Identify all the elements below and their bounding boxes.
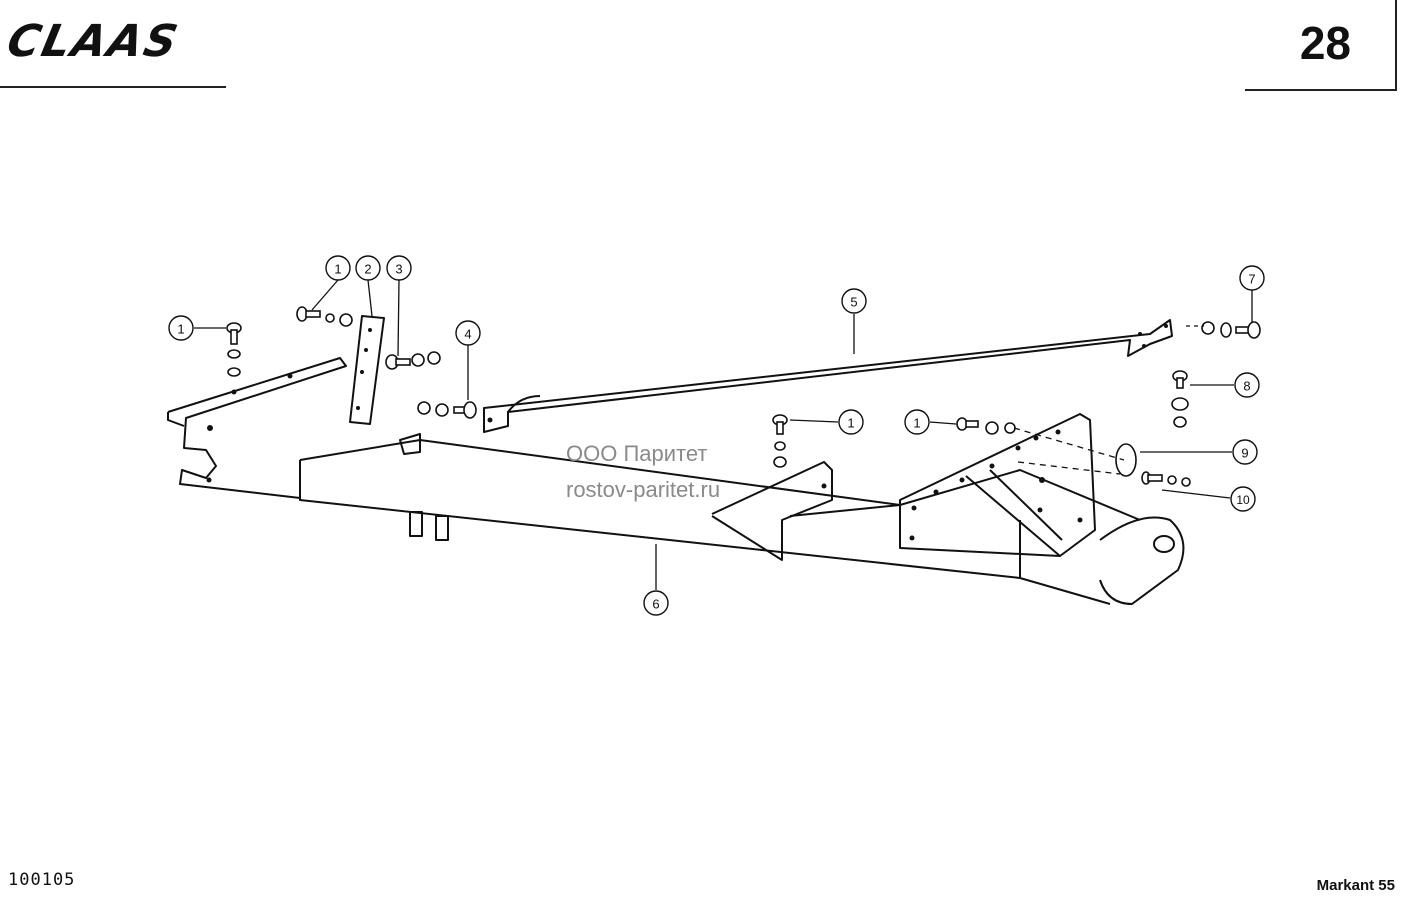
callout-9	[1232, 439, 1258, 465]
end-tube	[1099, 516, 1185, 605]
callout-2	[355, 255, 381, 281]
callout-label-8: 8	[1243, 379, 1250, 394]
callout-label-3: 3	[395, 262, 402, 277]
callout-label-1b: 1	[334, 262, 341, 277]
header-rule-left	[0, 86, 226, 88]
callout-label-5: 5	[850, 295, 857, 310]
callout-label-4: 4	[464, 327, 471, 342]
callout-label-1d: 1	[913, 416, 920, 431]
page-number: 28	[1299, 17, 1351, 69]
callout-4	[455, 320, 481, 346]
callout-8	[1234, 372, 1260, 398]
model-name: Markant 55	[1316, 877, 1395, 894]
callout-label-7: 7	[1248, 272, 1255, 287]
header-rule-right-vertical	[1395, 0, 1397, 91]
middle-bracket	[711, 461, 833, 561]
watermark-url: rostov-paritet.ru	[566, 477, 721, 502]
callout-label-2: 2	[364, 262, 371, 277]
callout-10	[1230, 486, 1256, 512]
callout-label-1c: 1	[847, 416, 854, 431]
callout-3	[386, 255, 412, 281]
callout-7	[1239, 265, 1265, 291]
callout-6	[643, 590, 669, 616]
callout-1b	[325, 255, 351, 281]
callout-1a	[168, 315, 194, 341]
document-id: 100105	[8, 870, 76, 890]
header-rule-right	[1245, 89, 1397, 91]
left-angle-bracket	[167, 357, 347, 499]
callout-label-6: 6	[652, 597, 659, 612]
callouts	[168, 255, 1265, 616]
watermark-company: ООО Паритет	[566, 441, 708, 466]
vertical-strap	[349, 315, 385, 425]
callout-1d	[904, 409, 930, 435]
callout-label-10: 10	[1236, 493, 1250, 507]
callout-label-1a: 1	[177, 322, 184, 337]
callout-1c	[838, 409, 864, 435]
callout-5	[841, 288, 867, 314]
gusset-plate	[899, 413, 1096, 557]
callout-label-9: 9	[1241, 446, 1248, 461]
diagonal-strut	[483, 319, 1173, 433]
